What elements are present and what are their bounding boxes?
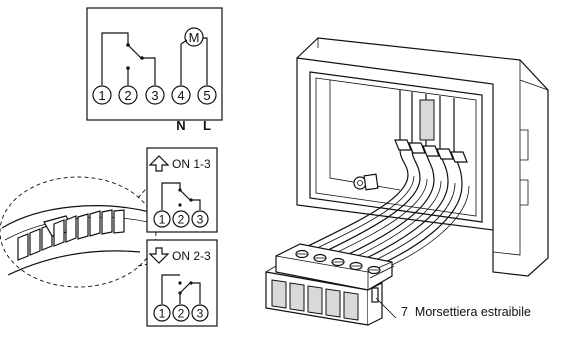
svg-text:4: 4 — [177, 88, 184, 103]
position-on-2-3-terminal-3: 3 — [191, 304, 209, 322]
housing-front-frame — [296, 57, 494, 231]
position-on-2-3-label: ON 2-3 — [172, 249, 211, 263]
callout-removable-terminal-block: 7 Morsettiera estraibile — [401, 305, 531, 319]
terminal-3: 3 — [145, 85, 165, 105]
internal-contacts — [394, 90, 468, 186]
motor-symbol — [184, 27, 204, 47]
position-on-1-3-terminal-2: 2 — [172, 210, 190, 228]
switch-magnifier — [0, 174, 161, 288]
line-label: L — [203, 118, 211, 133]
position-on-2-3: ON 2-3 1 2 3 — [146, 239, 218, 327]
neutral-label: N — [176, 118, 185, 133]
svg-text:2: 2 — [124, 88, 131, 103]
terminal-openings — [271, 279, 359, 321]
terminal-screws — [295, 249, 381, 275]
device-housing — [296, 37, 549, 277]
arrow-down-icon — [148, 247, 170, 264]
motor-label: M — [189, 30, 200, 45]
callout-number: 7 — [401, 305, 408, 319]
terminal-2: 2 — [118, 85, 138, 105]
arrow-up-icon — [148, 155, 170, 172]
callout-text: Morsettiera estraibile — [414, 305, 531, 319]
svg-text:3: 3 — [197, 307, 204, 321]
position-on-2-3-terminal-1: 1 — [153, 304, 171, 322]
position-on-1-3-terminal-3: 3 — [191, 210, 209, 228]
position-on-1-3-label: ON 1-3 — [172, 157, 211, 171]
terminal-4: 4 — [171, 85, 191, 105]
svg-text:3: 3 — [151, 88, 158, 103]
svg-text:3: 3 — [197, 213, 204, 227]
svg-text:1: 1 — [159, 213, 166, 227]
terminal-5: 5 — [197, 85, 217, 105]
position-on-1-3: ON 1-3 1 2 3 — [146, 147, 218, 233]
selector-switch — [17, 209, 125, 261]
connection-wires — [299, 174, 470, 271]
svg-text:5: 5 — [203, 88, 210, 103]
callout-leader — [375, 297, 397, 319]
svg-text:2: 2 — [178, 307, 185, 321]
svg-text:1: 1 — [159, 307, 166, 321]
svg-text:1: 1 — [98, 88, 105, 103]
removable-terminal-block — [265, 243, 395, 326]
switch-contact — [127, 44, 142, 59]
position-on-2-3-terminal-2: 2 — [172, 304, 190, 322]
svg-text:2: 2 — [178, 213, 185, 227]
position-on-1-3-terminal-1: 1 — [153, 210, 171, 228]
main-schematic: M 1 2 3 4 5 N L — [86, 7, 223, 133]
terminal-1: 1 — [92, 85, 112, 105]
